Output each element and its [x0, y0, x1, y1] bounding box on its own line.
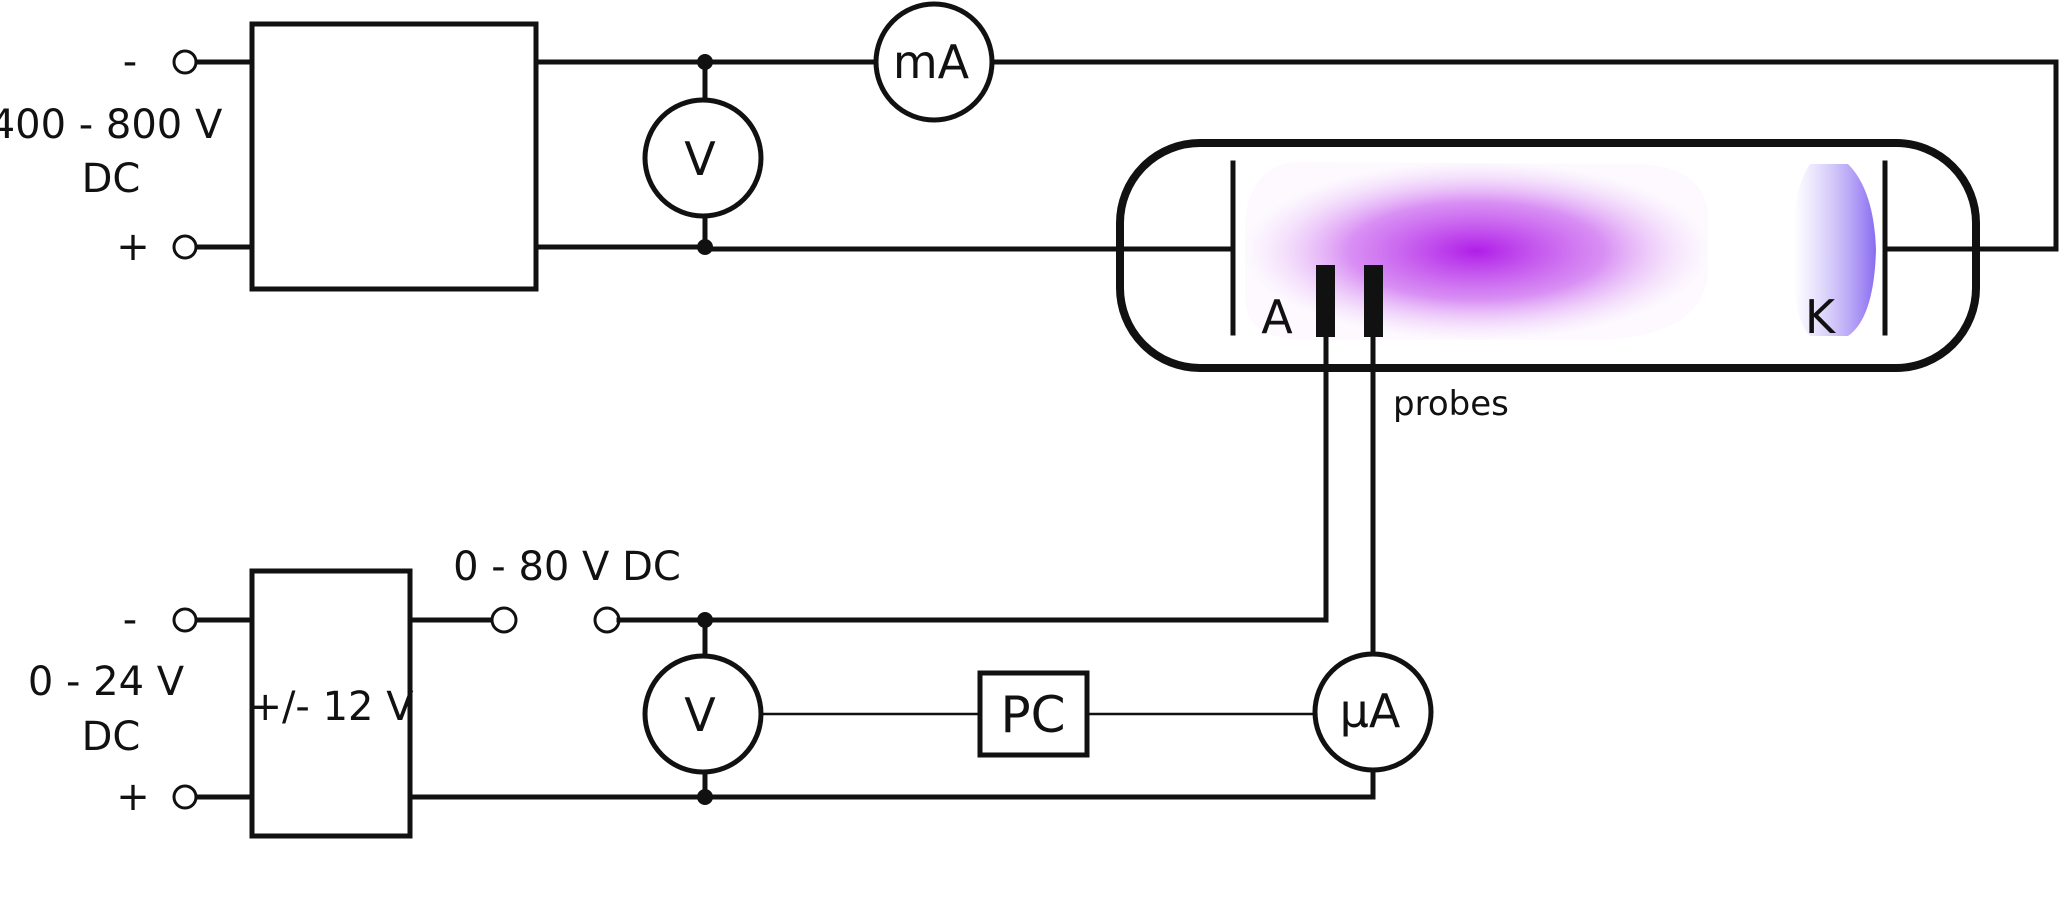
cathode-label: K	[1805, 290, 1837, 344]
wire-bottom-return	[407, 767, 1376, 800]
pc-label: PC	[1000, 686, 1065, 744]
bottom-supply-voltage-label: 0 - 24 V	[28, 659, 185, 705]
probe-left	[1316, 265, 1335, 337]
tube-envelope	[1116, 139, 1980, 372]
milliammeter	[873, 1, 995, 123]
top-plus-terminal	[172, 234, 198, 260]
top-supply-voltage-label: 400 - 800 V	[0, 102, 223, 148]
voltmeter-top-label: V	[684, 132, 716, 186]
voltmeter-bottom	[642, 653, 764, 775]
discharge-tube: A K probes	[1116, 139, 1980, 424]
output-voltage-label: 0 - 80 V DC	[453, 544, 681, 590]
top-minus-label: -	[123, 39, 137, 85]
junction-dot	[697, 612, 713, 628]
voltmeter-top	[642, 97, 764, 219]
microammeter	[1312, 651, 1434, 773]
top-supply-circuit: V mA - + 400 - 800 V DC	[0, 1, 2059, 292]
bottom-minus-terminal	[172, 607, 198, 633]
bottom-minus-label: -	[123, 597, 137, 643]
top-supply-type-label: DC	[82, 156, 141, 202]
converter-box	[249, 568, 413, 839]
milliammeter-label: mA	[893, 35, 970, 89]
cathode-glow	[1792, 164, 1876, 336]
probes-label: probes	[1393, 384, 1509, 424]
pc-box	[977, 670, 1090, 758]
top-plus-label: +	[116, 224, 150, 270]
junction-dot	[697, 789, 713, 805]
anode-label: A	[1261, 290, 1293, 344]
output-terminal-right	[593, 606, 621, 634]
wire-supply-to-anode	[533, 244, 1236, 252]
voltmeter-bottom-label: V	[684, 688, 716, 742]
junction-dot	[697, 239, 713, 255]
plasma-glow	[1245, 162, 1708, 340]
output-terminal-left	[490, 606, 518, 634]
high-voltage-supply-box	[249, 21, 539, 292]
converter-label: +/- 12 V	[248, 684, 414, 730]
bottom-supply-type-label: DC	[82, 714, 141, 760]
bottom-plus-label: +	[116, 774, 150, 820]
junction-dot	[697, 54, 713, 70]
probe-right	[1364, 265, 1383, 337]
bottom-plus-terminal	[172, 784, 198, 810]
microammeter-label: μA	[1340, 684, 1401, 738]
bottom-supply-circuit: +/- 12 V 0 - 80 V DC V PC μA - + 0 - 24 …	[28, 334, 1434, 839]
wire-to-left-probe	[616, 334, 1329, 623]
top-minus-terminal	[172, 49, 198, 75]
